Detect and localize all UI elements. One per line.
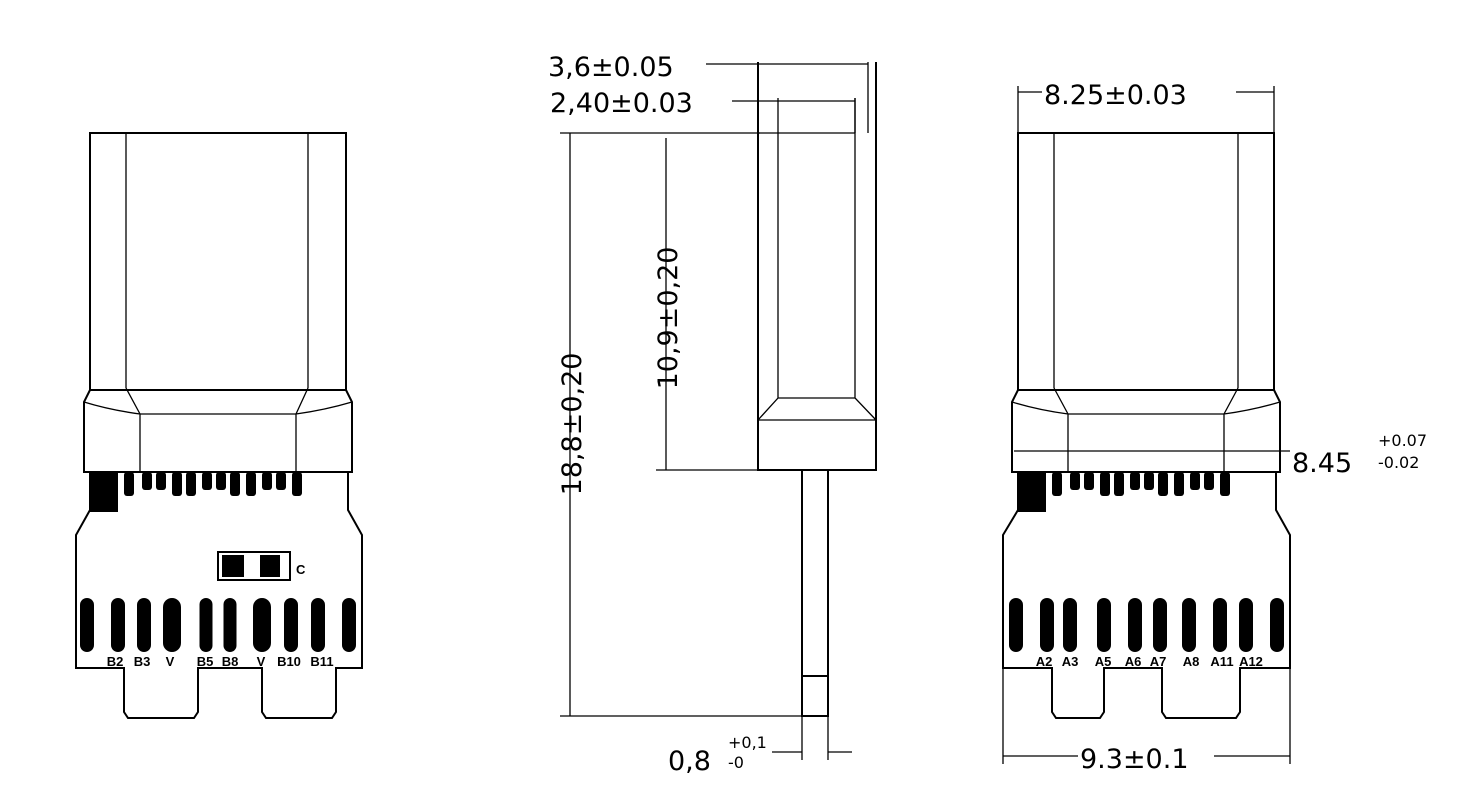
solder-pad xyxy=(1128,598,1142,652)
solder-pad xyxy=(1040,598,1054,652)
pin-label: A6 xyxy=(1125,654,1142,669)
dim-collar-minus: -0.02 xyxy=(1378,453,1419,472)
solder-pad xyxy=(1213,598,1227,652)
solder-pad xyxy=(1097,598,1111,652)
shell-outline xyxy=(1017,132,1275,391)
contact-pin xyxy=(186,472,196,496)
contact-pin xyxy=(172,472,182,496)
dim-lines xyxy=(1014,86,1290,452)
contact-pin xyxy=(142,472,152,490)
solder-pad xyxy=(137,598,151,652)
solder-pad xyxy=(1009,598,1023,652)
contact-pin xyxy=(1052,472,1062,496)
solder-pad xyxy=(223,598,237,652)
contact-pin xyxy=(1204,472,1214,490)
collar-outline xyxy=(1011,389,1281,473)
contact-pin xyxy=(216,472,226,490)
profile-body xyxy=(757,62,877,471)
capacitor-pad xyxy=(222,555,244,577)
dim-lines-thickness xyxy=(772,716,852,760)
contact-pin xyxy=(276,472,286,490)
dim-thickness-minus: -0 xyxy=(728,753,744,772)
solder-pad xyxy=(284,598,298,652)
solder-pad xyxy=(111,598,125,652)
solder-pad xyxy=(1270,598,1284,652)
contact-pin xyxy=(1084,472,1094,490)
dim-lines-top xyxy=(706,62,869,133)
pin-label: A11 xyxy=(1210,654,1233,669)
contact-pin xyxy=(1190,472,1200,490)
dim-overall-length: 18,8±0,20 xyxy=(557,353,588,496)
pin-label: B10 xyxy=(277,654,301,669)
pin-label: A12 xyxy=(1239,654,1263,669)
dim-thickness-plus: +0,1 xyxy=(728,733,767,752)
contact-pin xyxy=(1158,472,1168,496)
dim-width-inner: 2,40±0.03 xyxy=(550,88,693,119)
dim-body-length: 10,9±0,20 xyxy=(653,247,684,390)
top-side-view: 8.25±0.03 8.45 +0.07 -0.02 9.3±0.1 A2 A3 A… xyxy=(1002,80,1427,775)
contact-pin xyxy=(1114,472,1124,496)
pin-label: B5 xyxy=(197,654,214,669)
dim-pcb-width: 9.3±0.1 xyxy=(1080,744,1189,775)
profile-detail xyxy=(757,98,877,421)
pin-label: A5 xyxy=(1095,654,1112,669)
solder-pad xyxy=(1182,598,1196,652)
dim-shell-width: 8.25±0.03 xyxy=(1044,80,1187,111)
solder-pad xyxy=(1063,598,1077,652)
dim-lines-pcb xyxy=(1002,668,1291,764)
pin-label: B3 xyxy=(134,654,151,669)
contact-pin xyxy=(1174,472,1184,496)
solder-pad xyxy=(1239,598,1253,652)
solder-pad xyxy=(199,598,213,652)
ground-tab xyxy=(90,472,118,512)
pin-label: B2 xyxy=(107,654,124,669)
contact-pin xyxy=(230,472,240,496)
contact-pin xyxy=(1130,472,1140,490)
pin-label: A7 xyxy=(1150,654,1167,669)
pin-label: B11 xyxy=(310,654,333,669)
contact-pin xyxy=(1144,472,1154,490)
pin-label: A3 xyxy=(1062,654,1079,669)
contact-pin xyxy=(202,472,212,490)
pin-label: B8 xyxy=(222,654,239,669)
contact-pin xyxy=(1070,472,1080,490)
component-label: C xyxy=(296,562,306,577)
ground-tab xyxy=(1018,472,1046,512)
contact-pin xyxy=(292,472,302,496)
side-profile-view: 3,6±0.05 2,40±0.03 18,8±0,20 10,9±0,20 0… xyxy=(548,52,877,777)
pin-label: A8 xyxy=(1183,654,1200,669)
shell-inner-lines xyxy=(1053,133,1239,388)
collar-detail xyxy=(83,387,353,472)
pcb-outline xyxy=(75,472,363,719)
capacitor-outline xyxy=(217,551,291,581)
contact-pin xyxy=(1100,472,1110,496)
dim-thickness: 0,8 xyxy=(668,746,711,777)
contact-pin xyxy=(124,472,134,496)
solder-pad xyxy=(163,598,181,652)
profile-pcb xyxy=(801,470,829,717)
pin-label: A2 xyxy=(1036,654,1053,669)
solder-pad xyxy=(311,598,325,652)
contact-pin xyxy=(1220,472,1230,496)
solder-pad xyxy=(253,598,271,652)
pin-label: V xyxy=(166,654,175,669)
dim-collar-plus: +0.07 xyxy=(1378,431,1427,450)
contact-pin xyxy=(262,472,272,490)
solder-pad xyxy=(80,598,94,652)
collar-outline xyxy=(83,389,353,473)
contact-pin xyxy=(156,472,166,490)
pin-label: V xyxy=(257,654,266,669)
pcb-outline xyxy=(1002,472,1291,719)
bottom-side-view: C B2 B3 V B5 B8 V B10 B11 xyxy=(75,132,363,719)
shell-inner-lines xyxy=(125,133,309,388)
capacitor-pad xyxy=(260,555,280,577)
dim-collar-width: 8.45 xyxy=(1292,448,1352,479)
collar-detail xyxy=(1011,387,1281,472)
solder-pad xyxy=(1153,598,1167,652)
solder-pad xyxy=(342,598,356,652)
dim-width-top: 3,6±0.05 xyxy=(548,52,674,83)
contact-pin xyxy=(246,472,256,496)
dim-lines-vertical xyxy=(560,132,802,717)
